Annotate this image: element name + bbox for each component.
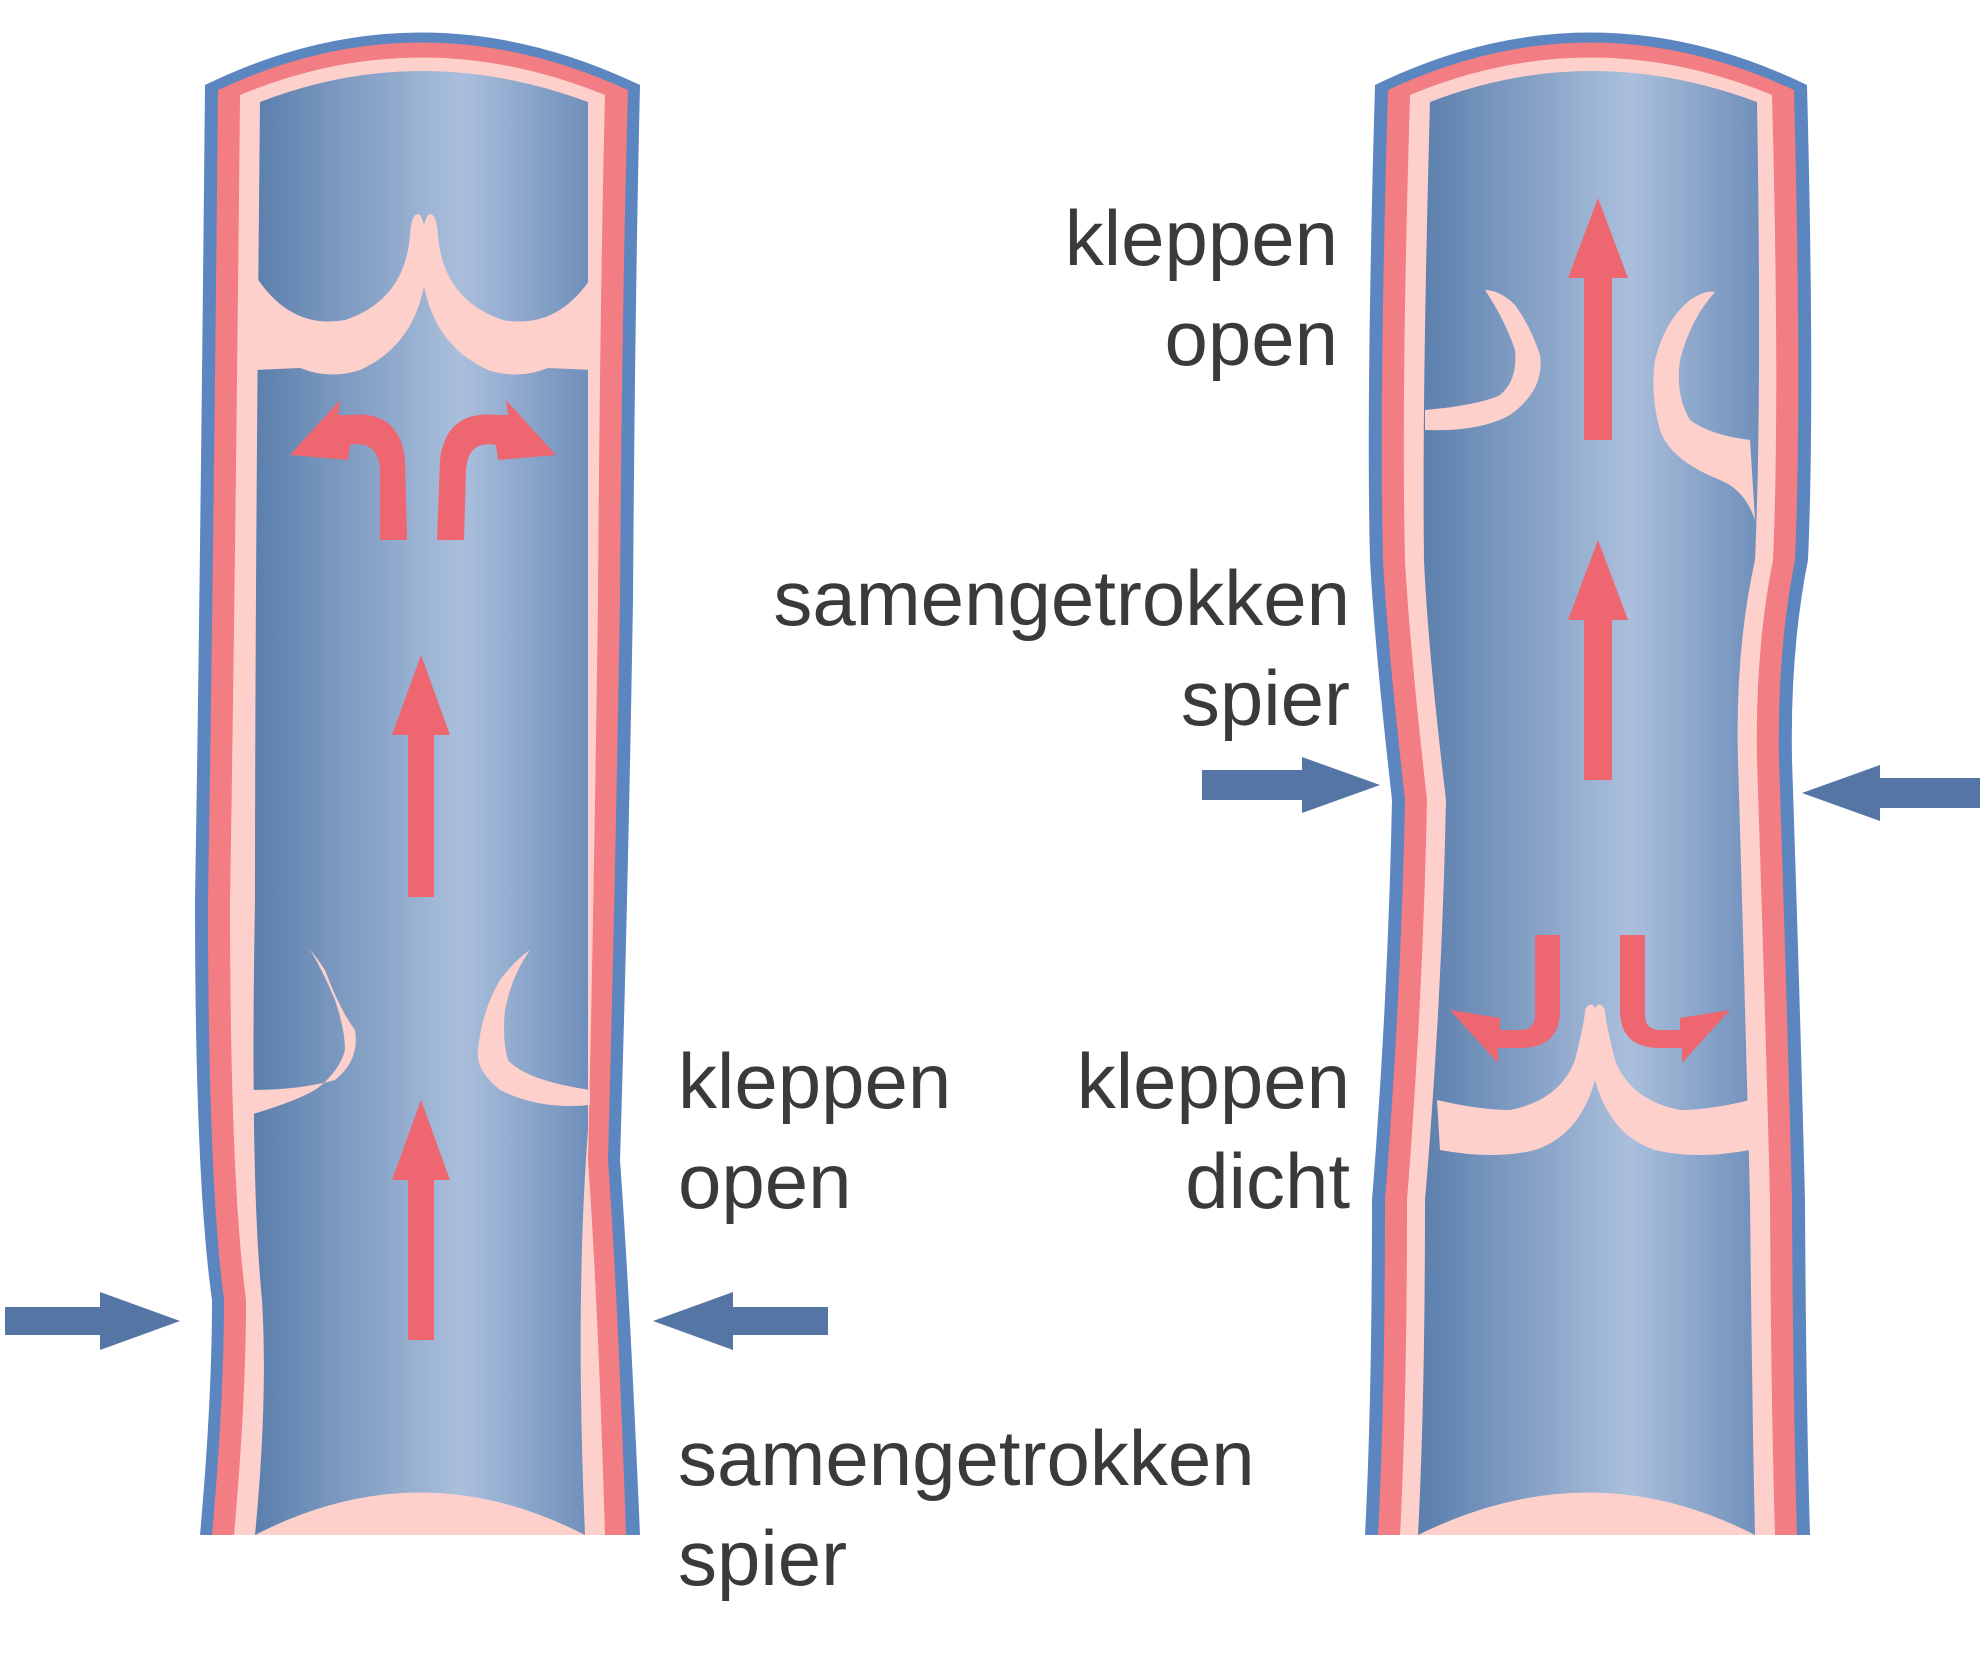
left-bottom-valve-flap-right (477, 950, 590, 1106)
left-valves-label-line1: kleppen (678, 1037, 951, 1125)
compression-arrow-icon (653, 1292, 828, 1350)
right-valves-bottom-label-line2: dicht (1185, 1137, 1350, 1225)
left-top-valve-flap-left (255, 214, 426, 375)
left-compression-arrows (5, 1292, 828, 1350)
left-top-valve-flap-right (422, 214, 593, 375)
curved-flow-arrow-icon (290, 400, 407, 540)
flow-arrow-icon (392, 655, 450, 897)
right-vein (1202, 32, 1980, 1535)
flow-arrow-icon (392, 1100, 450, 1340)
right-valves-bottom-label-line1: kleppen (1077, 1037, 1350, 1125)
compression-arrow-icon (1202, 757, 1380, 813)
right-muscle-label-line2: spier (1181, 654, 1350, 742)
left-muscle-label-line1: samengetrokken (678, 1414, 1255, 1502)
curved-flow-arrow-icon (1620, 935, 1730, 1063)
right-valves-top-label-line1: kleppen (1065, 194, 1338, 282)
compression-arrow-icon (5, 1292, 180, 1350)
right-valves-top-label-line2: open (1164, 294, 1338, 382)
curved-flow-arrow-icon (1450, 935, 1560, 1063)
labels: kleppen open samengetrokken spier kleppe… (678, 194, 1350, 1602)
compression-arrow-icon (1802, 765, 1980, 821)
left-vein (5, 32, 828, 1535)
right-bottom-valve-flap-left (1437, 1004, 1598, 1155)
right-flow-arrows (1450, 198, 1730, 1063)
right-compression-arrows (1202, 757, 1980, 821)
left-valves-label-line2: open (678, 1137, 852, 1225)
right-top-valve-flap-left (1425, 290, 1541, 431)
curved-flow-arrow-icon (437, 400, 556, 540)
right-muscle-label-line1: samengetrokken (773, 554, 1350, 642)
left-muscle-label-line2: spier (678, 1514, 847, 1602)
left-flow-arrows (290, 400, 556, 1340)
flow-arrow-icon (1568, 198, 1628, 440)
right-bottom-valve-flap-right (1592, 1004, 1750, 1155)
flow-arrow-icon (1568, 540, 1628, 780)
left-bottom-valve-flap-left (250, 950, 356, 1115)
right-top-valve-flap-right (1653, 291, 1755, 520)
